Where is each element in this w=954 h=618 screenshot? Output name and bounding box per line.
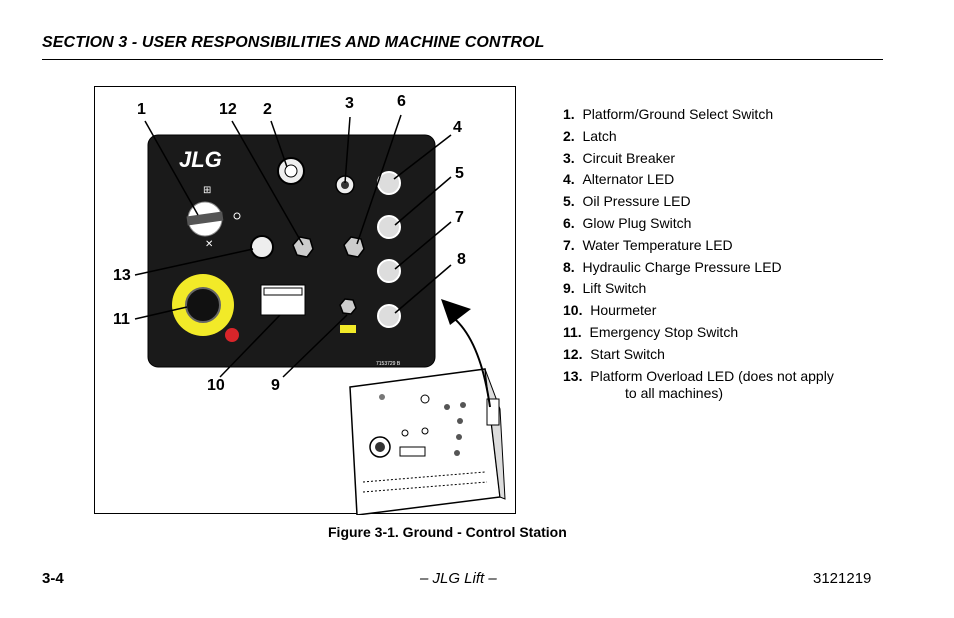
legend-item-continuation: to all machines)	[625, 385, 724, 402]
svg-text:⊞: ⊞	[203, 185, 211, 196]
control-station-illustration: JLG ⊞ ✕ 7153729 B	[134, 114, 506, 515]
callout-5: 5	[455, 165, 464, 182]
legend-item: 9. Lift Switch	[563, 280, 647, 297]
section-header: SECTION 3 - USER RESPONSIBILITIES AND MA…	[42, 34, 545, 51]
figure-frame: JLG ⊞ ✕ 7153729 B	[94, 86, 516, 515]
callout-11: 11	[113, 311, 130, 328]
callout-1: 1	[137, 101, 146, 118]
legend-item: 13. Platform Overload LED (does not appl…	[563, 367, 834, 384]
legend-item: 4. Alternator LED	[563, 171, 675, 188]
callout-8: 8	[457, 251, 466, 268]
legend-list: 1. Platform/Ground Select Switch 2. Latc…	[563, 104, 834, 405]
legend-item: 3. Circuit Breaker	[563, 149, 676, 166]
legend-item: 7. Water Temperature LED	[563, 236, 733, 253]
footer-title: – JLG Lift –	[420, 570, 497, 587]
legend-item: 6. Glow Plug Switch	[563, 214, 692, 231]
callout-7: 7	[455, 209, 464, 226]
legend-item: 2. Latch	[563, 127, 617, 144]
leader-lines	[134, 114, 452, 378]
page-number: 3-4	[42, 570, 64, 587]
legend-item: 11. Emergency Stop Switch	[563, 323, 739, 340]
doc-number: 3121219	[813, 570, 872, 587]
machine-box	[349, 368, 506, 515]
callout-4: 4	[453, 119, 462, 136]
figure-caption: Figure 3-1. Ground - Control Station	[328, 524, 567, 540]
legend-item: 12. Start Switch	[563, 345, 665, 362]
callout-2: 2	[263, 101, 272, 118]
callout-13: 13	[113, 267, 131, 284]
header-rule	[42, 59, 883, 60]
legend-item: 5. Oil Pressure LED	[563, 193, 691, 210]
svg-text:✕: ✕	[205, 239, 213, 250]
callout-9: 9	[271, 377, 280, 394]
callout-6: 6	[397, 93, 406, 110]
jlg-logo: JLG	[179, 147, 222, 172]
callout-12: 12	[219, 101, 237, 118]
legend-item: 1. Platform/Ground Select Switch	[563, 106, 774, 122]
callout-10: 10	[207, 377, 225, 394]
callout-3: 3	[345, 95, 354, 112]
legend-item: 8. Hydraulic Charge Pressure LED	[563, 258, 782, 275]
panel-part-number: 7153729 B	[376, 361, 401, 367]
legend-item: 10. Hourmeter	[563, 302, 657, 319]
